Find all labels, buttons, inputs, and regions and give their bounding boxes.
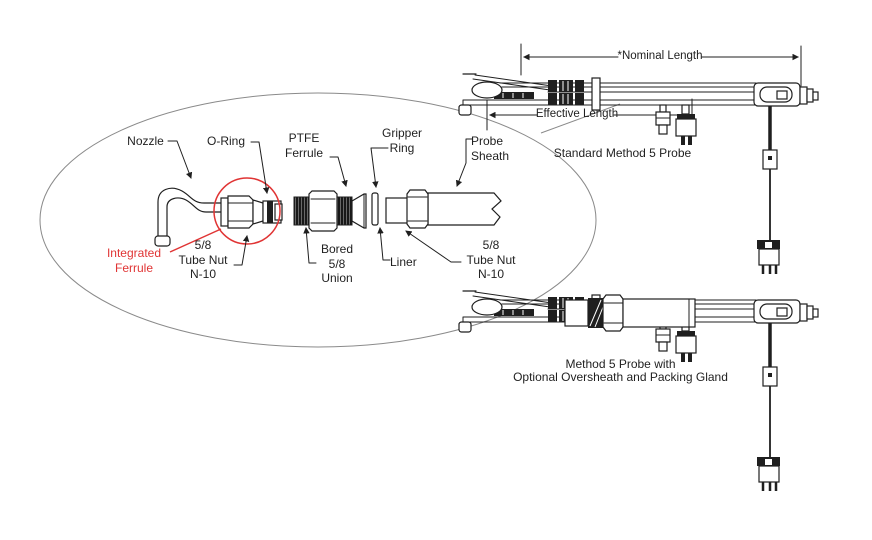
label-tube-nut-left: 5/8 Tube Nut N-10: [178, 238, 228, 281]
dimension-lines: [486, 43, 802, 131]
leader-lines: [167, 138, 473, 266]
label-o-ring: O-Ring: [206, 134, 245, 148]
label-bored-union: Bored 5/8 Union: [320, 242, 354, 285]
label-ptfe-ferrule: PTFE Ferrule: [284, 131, 323, 160]
nozzle-part: [154, 187, 225, 247]
tube-nut-part: [220, 195, 283, 229]
exploded-assembly: [154, 187, 502, 247]
label-tube-nut-right: 5/8 Tube Nut N-10: [466, 238, 516, 281]
caption-oversheath-probe: Method 5 Probe with Optional Oversheath …: [513, 357, 728, 384]
gripper-ring-part: [371, 192, 379, 226]
o-ring-part: [267, 201, 273, 223]
label-nozzle: Nozzle: [127, 134, 164, 148]
ptfe-ferrule-part: [351, 193, 367, 229]
label-gripper-ring: Gripper Ring: [381, 126, 422, 155]
probe-sheath-part: [427, 192, 502, 226]
tube-nut-right-part: [406, 189, 429, 229]
bored-union-part: [293, 190, 353, 232]
label-liner: Liner: [390, 255, 417, 269]
callout-ellipse: [39, 92, 621, 348]
oversheath-probe-drawing: [457, 289, 820, 493]
integrated-ferrule-highlight: [169, 177, 281, 253]
label-effective-length: Effective Length: [535, 108, 619, 120]
label-integrated-ferrule: Integrated Ferrule: [106, 246, 162, 275]
label-nominal-length: *Nominal Length: [617, 50, 703, 62]
caption-standard-probe: Standard Method 5 Probe: [553, 146, 692, 160]
label-probe-sheath: Probe Sheath: [471, 134, 510, 163]
